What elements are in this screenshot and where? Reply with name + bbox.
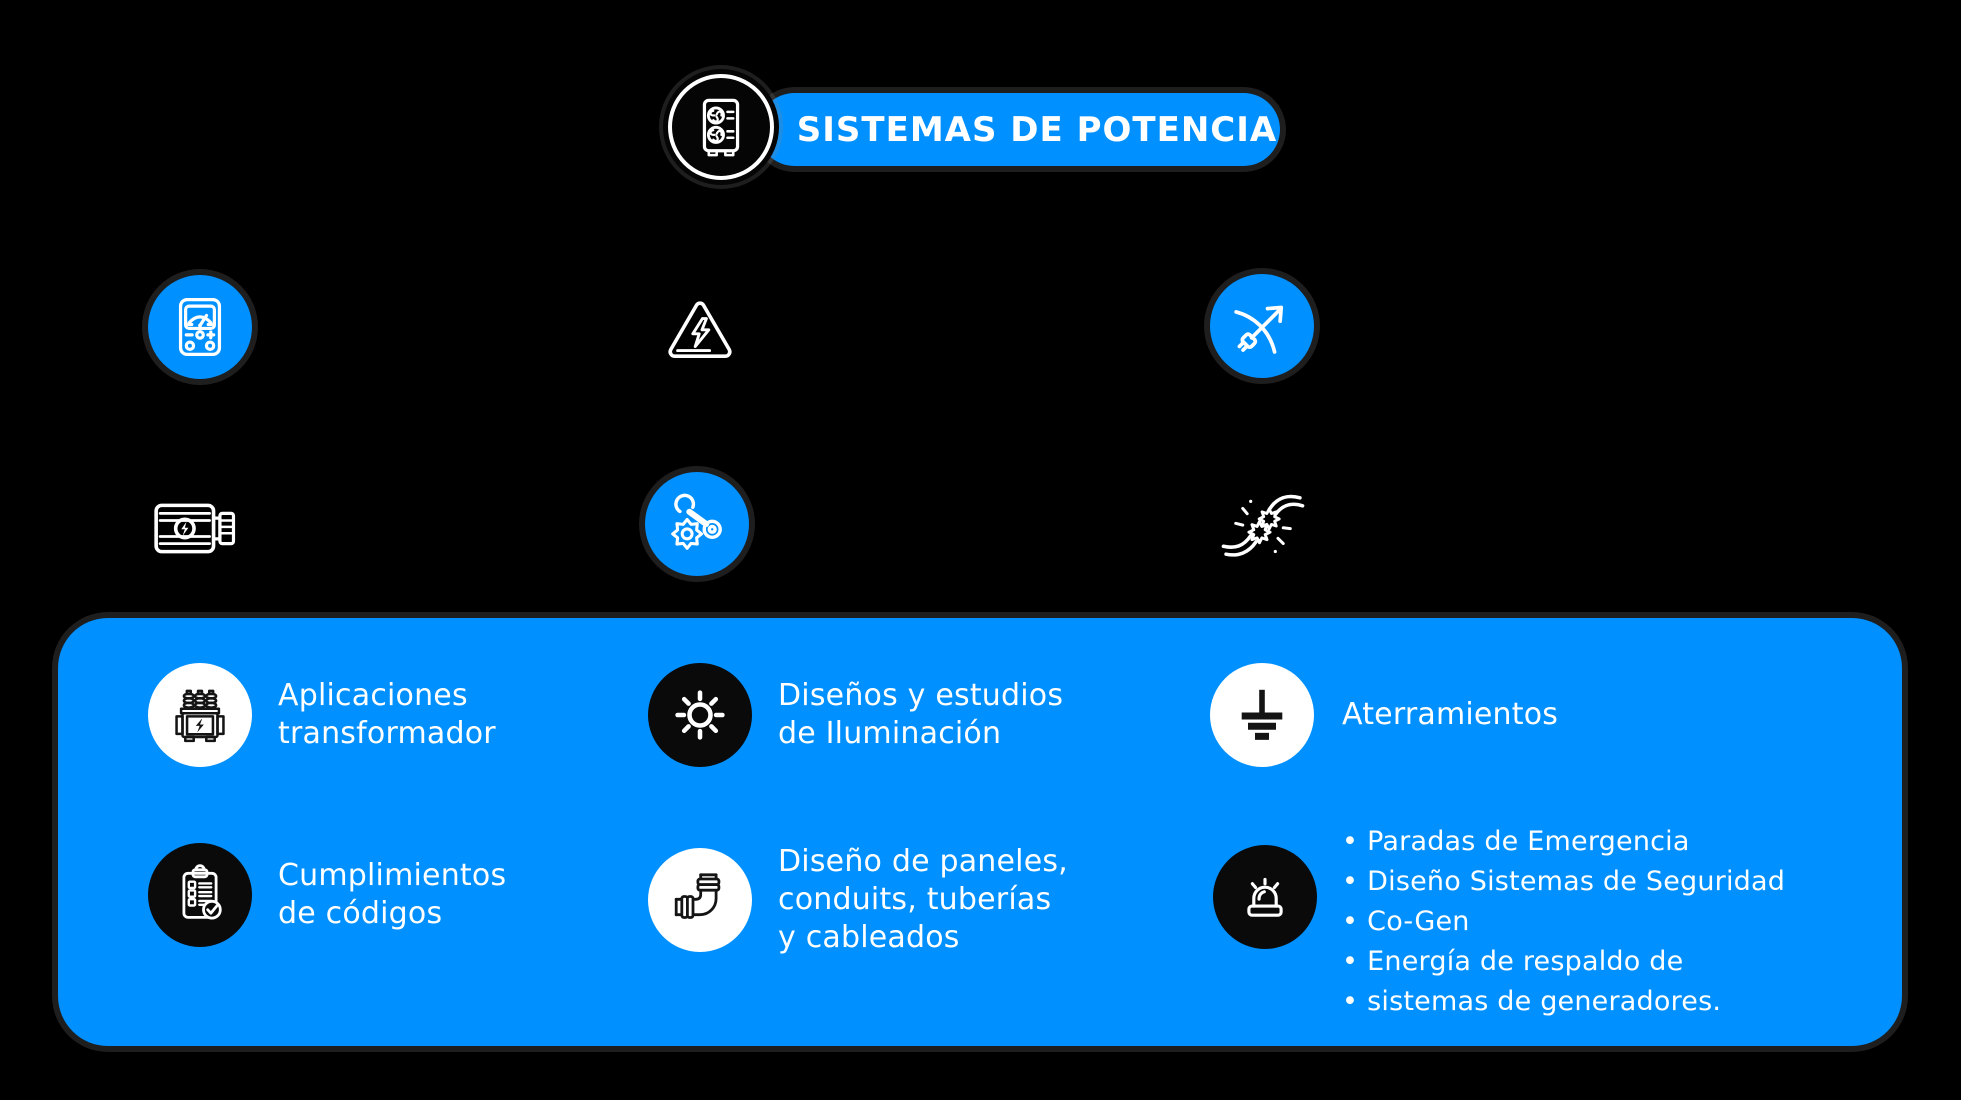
bullet-item: •Energía de respaldo de xyxy=(1342,942,1785,982)
wire-splice-spark-icon xyxy=(1219,482,1307,570)
plug-arrow-icon xyxy=(1210,274,1314,378)
services-panel: Aplicaciones transformador xyxy=(58,618,1902,1046)
bullet-marker: • xyxy=(1342,946,1359,977)
sun-glyph xyxy=(675,690,725,740)
bullet-item: •Paradas de Emergencia xyxy=(1342,822,1785,862)
bullet-marker: • xyxy=(1342,906,1359,937)
transformer-glyph xyxy=(175,689,225,743)
hvac-power-unit-icon xyxy=(668,74,774,180)
high-voltage-glyph xyxy=(668,301,732,359)
header-badge: SISTEMAS DE POTENCIA xyxy=(758,93,1280,166)
service-label: Cumplimientos de códigos xyxy=(278,858,507,931)
service-item-conduit: Diseño de paneles, conduits, tuberías y … xyxy=(648,843,1068,957)
hvac-unit-glyph xyxy=(702,98,740,157)
plug-arrow-glyph xyxy=(1234,305,1284,354)
lighting-sun-icon xyxy=(648,663,752,767)
service-label: Diseño de paneles, conduits, tuberías y … xyxy=(778,844,1068,955)
page-title: SISTEMAS DE POTENCIA xyxy=(796,109,1278,150)
bullet-item: •Co-Gen xyxy=(1342,902,1785,942)
electric-motor-glyph xyxy=(154,503,236,554)
bullet-marker: • xyxy=(1342,826,1359,857)
wrench-gear-glyph xyxy=(671,493,722,550)
bullet-list: •Paradas de Emergencia •Diseño Sistemas … xyxy=(1342,822,1785,1022)
multimeter-icon xyxy=(148,275,252,379)
service-item-code-compliance: Cumplimientos de códigos xyxy=(148,843,506,947)
bullet-item: •Diseño Sistemas de Seguridad xyxy=(1342,862,1785,902)
bullet-marker: • xyxy=(1342,986,1359,1017)
electric-motor-icon xyxy=(152,499,248,558)
service-label: Aterramientos xyxy=(1342,697,1559,732)
service-item-lighting: Diseños y estudios de Iluminación xyxy=(648,663,1063,767)
service-item-grounding: Aterramientos xyxy=(1210,663,1558,767)
pipe-elbow-glyph xyxy=(674,873,721,919)
grounding-icon xyxy=(1210,663,1314,767)
bullet-item: •sistemas de generadores. xyxy=(1342,982,1785,1022)
transformer-icon xyxy=(148,663,252,767)
siren-glyph xyxy=(1247,877,1283,917)
ground-glyph xyxy=(1241,689,1283,740)
service-item-transformer: Aplicaciones transformador xyxy=(148,663,496,767)
multimeter-glyph xyxy=(178,298,222,356)
bullet-marker: • xyxy=(1342,866,1359,897)
service-label: Aplicaciones transformador xyxy=(278,678,496,751)
pipe-conduit-icon xyxy=(648,848,752,952)
code-compliance-clipboard-icon xyxy=(148,843,252,947)
service-label: Diseños y estudios de Iluminación xyxy=(778,678,1064,751)
high-voltage-warning-icon xyxy=(660,291,740,367)
wrench-gear-service-icon xyxy=(645,472,749,576)
emergency-siren-icon xyxy=(1213,845,1317,949)
clipboard-glyph xyxy=(182,864,222,920)
wire-splice-glyph xyxy=(1221,494,1305,557)
